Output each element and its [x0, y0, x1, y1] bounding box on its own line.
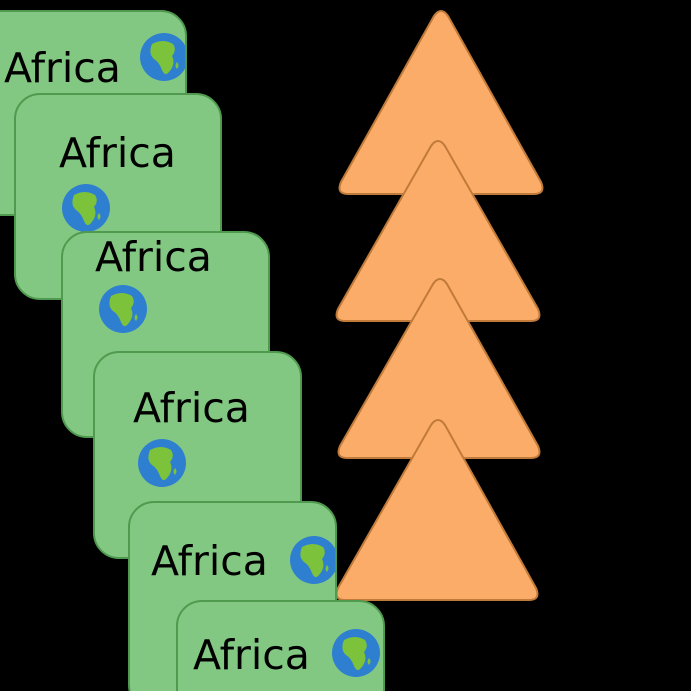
- globe-africa-icon: [99, 285, 147, 333]
- triangle-shape: [335, 140, 541, 322]
- region-label: Africa: [193, 631, 310, 679]
- region-label: Africa: [95, 233, 212, 281]
- globe-africa-icon: [138, 439, 186, 487]
- globe-africa-icon: [140, 33, 185, 81]
- triangle-shape: [337, 278, 541, 459]
- triangle-shape: [338, 10, 544, 195]
- globe-africa-icon: [332, 629, 380, 677]
- region-label: Africa: [151, 537, 268, 585]
- globe-africa-icon: [290, 536, 335, 584]
- region-card: Africa: [176, 600, 385, 691]
- globe-africa-icon: [62, 184, 110, 232]
- region-label: Africa: [59, 129, 176, 177]
- region-label: Africa: [133, 384, 250, 432]
- region-label: Africa: [4, 44, 121, 92]
